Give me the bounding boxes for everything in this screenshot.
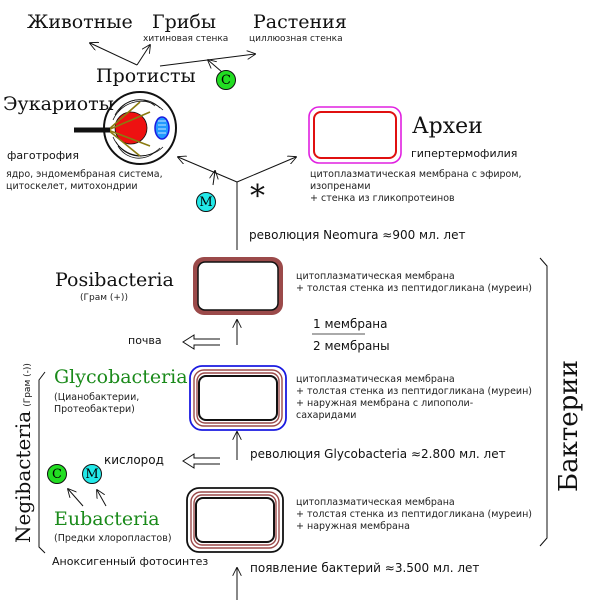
oxygen-arrow [182,453,220,469]
posibacteria-cell-icon [193,257,283,315]
glycobacteria-examples-1: (Цианобактерии, [54,392,140,403]
label-eukaryotes: Эукариоты [3,93,114,115]
eukaryote-cell-icon [74,91,177,165]
negibacteria-brace [38,371,46,554]
note-fungi: хитиновая стенка [143,34,229,44]
eukaryote-features-2: цитоскелет, митохондрии [6,181,138,192]
neomura-split [178,157,296,250]
note-phagotrophy: фаготрофия [7,149,79,162]
chloroplast-badge: C [216,70,236,90]
posibacteria-features-1: цитоплазматическая мембрана [296,271,455,282]
mitochondrion-badge: M [196,192,216,212]
cytoskeleton-icon [107,101,151,157]
gram-negative: (Грам (-)) [23,363,33,407]
arrow-to-fungi [136,45,150,66]
glycobacteria-cell-icon [189,365,287,431]
asterisk-mark: * [250,179,265,214]
event-origin: появление бактерий ≈3.500 мл. лет [250,561,480,575]
eukaryote-features-1: ядро, эндомембраная система, [6,169,163,180]
label-anoxygenic-photosynthesis: Аноксигенный фотосинтез [52,555,209,568]
arrow-to-animals [90,43,138,66]
label-plants: Растения [253,11,347,33]
archaea-cell-icon [308,106,402,164]
glycobacteria-features-1: цитоплазматическая мембрана [296,374,455,385]
eubacteria-note: (Предки хлоропластов) [54,533,172,544]
eubacteria-features-2: + толстая стенка из пептидогликана (муре… [296,509,533,520]
eubacteria-features-3: + наружная мембрана [296,521,410,532]
archaea-features-3: + стенка из гликопротеинов [310,193,455,204]
glycobacteria-features-2: + толстая стенка из пептидогликана (муре… [296,386,533,397]
hollow-arrows [182,334,220,469]
archaea-features-1: цитоплазматическая мембрана с эфиром, [310,169,522,180]
negibacteria-group-label: Negibacteria (Грам (-)) [11,363,35,543]
mitochondrion-badge-eubacteria: M [82,464,102,484]
label-oxygen: кислород [104,453,164,467]
label-archaea: Археи [412,114,483,139]
chloroplast-badge-eubacteria: C [47,464,67,484]
event-neomura: революция Neomura ≈900 мл. лет [249,228,466,242]
posibacteria-features-2: + толстая стенка из пептидогликана (муре… [296,283,533,294]
eubacteria-arrows [68,489,107,507]
eubacteria-features-1: цитоплазматическая мембрана [296,497,455,508]
glycobacteria-features-4: сахаридами [296,410,357,421]
protist-arrows [90,43,255,73]
gram-positive: (Грам (+)) [80,293,128,303]
event-glycobacteria: революция Glycobacteria ≈2.800 мл. лет [250,447,506,461]
note-plants: циллюозная стенка [249,34,343,44]
label-one-membrane: 1 мембрана [313,317,388,331]
soil-arrow [182,334,220,350]
label-negibacteria: Negibacteria [11,410,35,543]
note-hyperthermophily: гипертермофилия [411,147,518,160]
glycobacteria-features-3: + наружная мембрана с липополи- [296,398,474,409]
label-animals: Животные [27,11,133,33]
label-bacteria-group: Бактерии [554,360,584,492]
archaea-features-2: изопренами [310,181,371,192]
eubacteria-cell-icon [186,487,284,553]
arrow-to-eukaryotes [178,157,238,183]
label-posibacteria: Posibacteria [55,269,174,291]
label-eubacteria: Eubacteria [54,508,160,530]
mitochondrion-icon [154,116,170,140]
label-two-membranes: 2 мембраны [313,339,390,353]
arrow-mitochondrion-entry [213,171,215,186]
glycobacteria-examples-2: Протеобактери) [54,404,135,415]
label-fungi: Грибы [152,11,216,33]
arrow-chloroplast-entry [208,60,223,73]
label-protists: Протисты [96,65,196,87]
label-soil: почва [128,334,162,347]
bacteria-brace [539,257,548,547]
arrow-to-archaea [236,157,296,183]
label-glycobacteria: Glycobacteria [54,366,188,388]
